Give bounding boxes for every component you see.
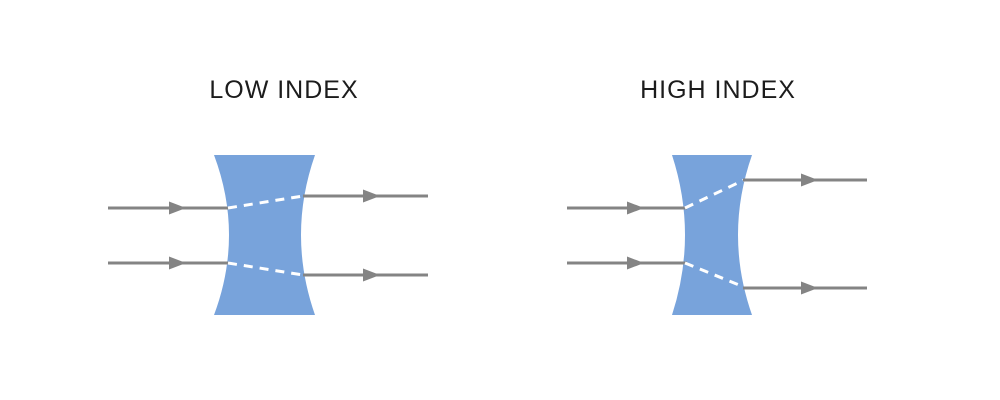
ray-arrowhead	[627, 256, 644, 270]
refracted-ray-dash	[684, 178, 745, 210]
biconcave-lens-shape	[672, 155, 752, 315]
panel-high-index: HIGH INDEX	[567, 76, 867, 315]
refracted-ray-dash	[684, 261, 745, 289]
ray-arrowhead	[363, 268, 380, 282]
ray-arrowhead	[169, 201, 186, 215]
refracted-ray-dash	[227, 194, 304, 210]
ray-arrowhead	[363, 189, 380, 203]
biconcave-lens-shape	[214, 155, 315, 315]
ray-arrowhead	[627, 201, 644, 215]
ray-arrowhead	[801, 173, 818, 187]
ray-arrowhead	[169, 256, 186, 270]
panel-low-index: LOW INDEX	[108, 76, 428, 315]
ray-arrowhead	[801, 281, 818, 295]
panel-title-high-index: HIGH INDEX	[640, 76, 796, 104]
refracted-ray-dash	[227, 261, 304, 277]
panel-title-low-index: LOW INDEX	[209, 76, 358, 104]
